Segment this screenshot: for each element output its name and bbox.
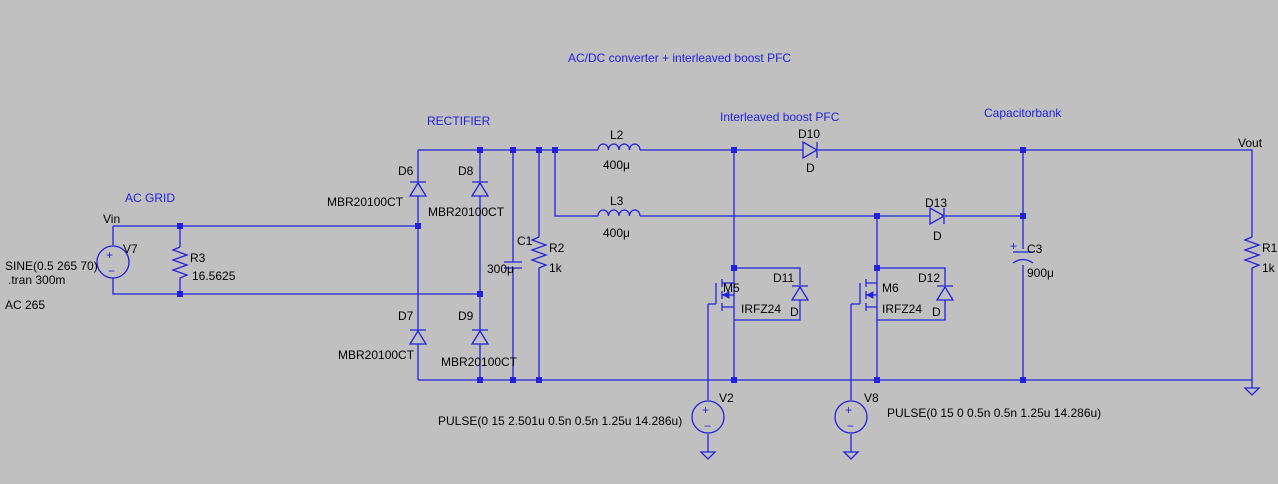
diode-d10[interactable] [802, 140, 819, 160]
source-v2[interactable]: + − [691, 400, 725, 434]
v8-value: PULSE(0 15 0 0.5n 0.5n 1.25u 14.286u) [887, 406, 1101, 420]
d10-ref: D10 [798, 127, 820, 141]
l2-ref: L2 [610, 128, 624, 142]
grid-annotation: AC GRID [125, 191, 175, 205]
diode-d6[interactable] [408, 181, 428, 197]
d8-ref: D8 [458, 164, 474, 178]
ground-icon [699, 451, 717, 460]
svg-text:−: − [704, 419, 711, 433]
rectifier-annotation: RECTIFIER [427, 114, 491, 128]
svg-text:−: − [847, 419, 854, 433]
v2-ref: V2 [719, 391, 734, 405]
diode-d13[interactable] [929, 206, 946, 226]
d13-ref: D13 [925, 196, 947, 210]
l3-ref: L3 [610, 194, 624, 208]
mosfet-m6[interactable] [859, 279, 877, 311]
m5-value: IRFZ24 [741, 302, 781, 316]
resistor-r2[interactable] [530, 236, 548, 273]
l2-value: 400μ [603, 158, 630, 172]
c1-ref: C1 [517, 234, 533, 248]
d11-value: D [790, 305, 799, 319]
d8-value: MBR20100CT [428, 205, 505, 219]
d9-value: MBR20100CT [441, 355, 518, 369]
diode-d9[interactable] [470, 329, 490, 345]
d10-value: D [806, 161, 815, 175]
diode-d12[interactable] [935, 285, 955, 301]
svg-text:+: + [702, 403, 709, 417]
m6-ref: M6 [882, 281, 899, 295]
d7-ref: D7 [398, 309, 414, 323]
inductor-l3[interactable] [597, 209, 641, 217]
c1-value: 300μ [487, 262, 514, 276]
m6-value: IRFZ24 [882, 302, 922, 316]
v7-value: SINE(0.5 265 70) [5, 259, 98, 273]
d6-ref: D6 [398, 164, 414, 178]
resistor-r1[interactable] [1243, 236, 1261, 275]
r1-value: 1k [1262, 261, 1276, 275]
v8-ref: V8 [864, 391, 879, 405]
d7-value: MBR20100CT [338, 348, 415, 362]
r1-ref: R1 [1262, 241, 1278, 255]
svg-text:+: + [106, 248, 113, 262]
svg-text:+: + [845, 403, 852, 417]
d12-ref: D12 [918, 271, 940, 285]
net-label-vin: Vin [103, 212, 120, 226]
v7-ref: V7 [123, 242, 138, 256]
mosfet-m5[interactable] [715, 279, 734, 311]
ground-icon [1243, 380, 1261, 396]
junctions [177, 147, 1026, 383]
r2-ref: R2 [549, 241, 565, 255]
source-v7[interactable]: + − [96, 245, 130, 279]
svg-text:+: + [1010, 239, 1017, 253]
c3-ref: C3 [1027, 242, 1043, 256]
d13-value: D [933, 229, 942, 243]
d9-ref: D9 [458, 309, 474, 323]
resistor-r3[interactable] [171, 246, 189, 281]
capacitor-c1[interactable] [504, 261, 522, 269]
ground-icon [842, 451, 860, 460]
tran-directive[interactable]: .tran 300m [8, 273, 65, 287]
capbank-annotation: Capacitorbank [984, 106, 1062, 120]
wires [112, 149, 1253, 452]
c3-value: 900μ [1027, 266, 1054, 280]
r3-value: 16.5625 [192, 269, 236, 283]
diode-d8[interactable] [470, 181, 490, 197]
diode-d11[interactable] [790, 285, 810, 301]
capacitor-c3[interactable]: + [1010, 239, 1034, 264]
r2-value: 1k [549, 261, 563, 275]
d12-value: D [932, 305, 941, 319]
boost-annotation: Interleaved boost PFC [720, 110, 840, 124]
ac-directive[interactable]: AC 265 [5, 298, 45, 312]
source-v8[interactable]: + − [834, 400, 868, 434]
diode-d7[interactable] [408, 329, 428, 345]
m5-ref: M5 [723, 281, 740, 295]
r3-ref: R3 [190, 251, 206, 265]
v2-value: PULSE(0 15 2.501u 0.5n 0.5n 1.25u 14.286… [438, 414, 682, 428]
schematic-title: AC/DC converter + interleaved boost PFC [568, 51, 791, 65]
net-label-vout: Vout [1238, 136, 1263, 150]
l3-value: 400μ [603, 226, 630, 240]
d6-value: MBR20100CT [327, 195, 404, 209]
d11-ref: D11 [773, 271, 794, 285]
inductor-l2[interactable] [597, 143, 641, 151]
svg-text:−: − [108, 264, 115, 278]
